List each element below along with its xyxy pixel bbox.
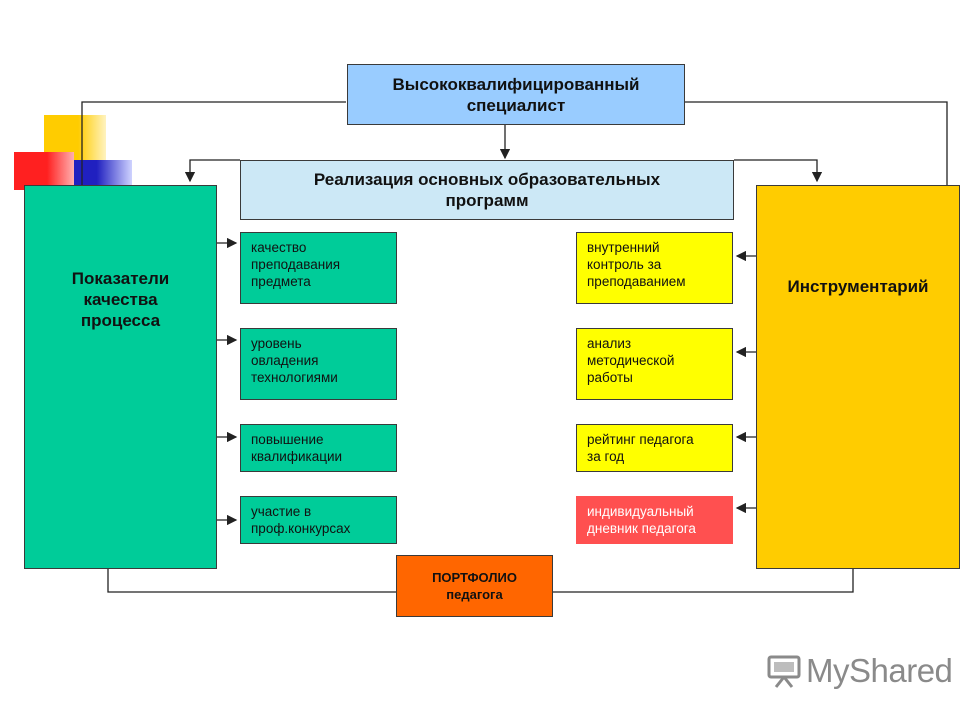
tool-item-diary: индивидуальный дневник педагога (576, 496, 733, 544)
portfolio-box-label: ПОРТФОЛИО педагога (432, 570, 517, 602)
indicator-item-technology-level: уровень овладения технологиями (240, 328, 397, 400)
tool-item-method-analysis: анализ методической работы (576, 328, 733, 400)
indicator-item-label: качество преподавания предмета (251, 240, 341, 289)
decor-red-square (14, 152, 74, 190)
line-top-left (81, 101, 346, 185)
arrow-to-instruments (734, 159, 823, 183)
indicator-item-qualification: повышение квалификации (240, 424, 397, 472)
instruments-box-label: Инструментарий (787, 277, 929, 296)
portfolio-box: ПОРТФОЛИО педагога (396, 555, 553, 617)
indicators-box-label: Показатели качества процесса (71, 269, 170, 330)
indicator-item-label: участие в проф.конкурсах (251, 504, 351, 536)
indicator-item-label: уровень овладения технологиями (251, 336, 338, 385)
tool-item-internal-control: внутренний контроль за преподаванием (576, 232, 733, 304)
tool-item-label: индивидуальный дневник педагога (587, 504, 696, 536)
indicator-item-contests: участие в проф.конкурсах (240, 496, 397, 544)
programs-box-label: Реализация основных образовательных прог… (313, 170, 661, 210)
indicator-item-label: повышение квалификации (251, 432, 343, 464)
watermark-text: MyShared (806, 652, 953, 689)
line-top-right (685, 101, 948, 185)
projector-icon (767, 655, 801, 688)
tool-item-label: внутренний контроль за преподаванием (587, 240, 686, 289)
line-bottom-left (107, 569, 396, 593)
programs-box: Реализация основных образовательных прог… (240, 160, 734, 220)
tool-item-label: анализ методической работы (587, 336, 675, 385)
top-box: Высококвалифицированный специалист (347, 64, 685, 125)
tool-item-rating: рейтинг педагога за год (576, 424, 733, 472)
arrow-to-indicators (184, 159, 240, 183)
top-box-label: Высококвалифицированный специалист (392, 74, 640, 115)
instruments-box: Инструментарий (756, 185, 960, 569)
tool-item-label: рейтинг педагога за год (587, 432, 694, 464)
watermark-logo: MyShared (766, 652, 953, 690)
line-bottom-right (553, 569, 854, 593)
indicators-box: Показатели качества процесса (24, 185, 217, 569)
indicator-item-teaching-quality: качество преподавания предмета (240, 232, 397, 304)
